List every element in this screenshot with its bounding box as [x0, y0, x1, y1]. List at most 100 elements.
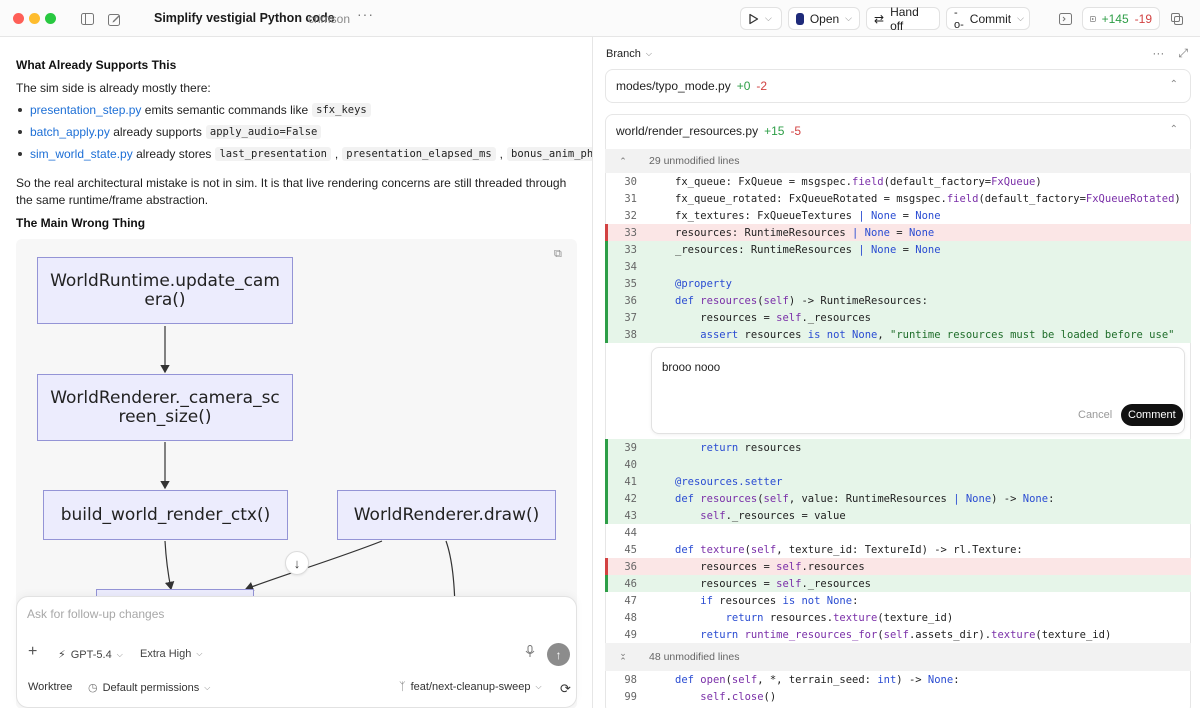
arrow-up-icon: ↑: [555, 647, 562, 662]
more-options-icon[interactable]: ···: [357, 6, 374, 22]
branch-icon: ᛉ: [399, 681, 406, 693]
microphone-icon[interactable]: [525, 645, 535, 658]
branch-scope-selector[interactable]: Branch ⌵: [606, 48, 652, 60]
reasoning-effort-selector[interactable]: Extra High ⌵: [140, 648, 203, 660]
code-line-added[interactable]: 34: [605, 258, 1191, 275]
swap-arrows-icon: ⇄: [874, 11, 885, 26]
cancel-comment-button[interactable]: Cancel: [1078, 409, 1113, 421]
code-line[interactable]: 44: [624, 526, 637, 539]
chevron-up-icon: ⌃: [619, 155, 627, 166]
diagram-node: WorldRuntime.update_cam era(): [37, 257, 293, 324]
diagram-node: WorldRenderer.draw(): [337, 490, 556, 540]
diagram-node: build_world_render_ctx(): [43, 490, 288, 540]
diff-icon: [1090, 15, 1096, 22]
code-line-added[interactable]: 40: [605, 456, 1191, 473]
chevron-up-icon[interactable]: ⌃: [1169, 79, 1178, 90]
chat-pane: What Already Supports This The sim side …: [0, 37, 593, 708]
code-line-removed[interactable]: 36 resources = self.resources: [605, 558, 1191, 575]
file-link[interactable]: sim_world_state.py: [30, 147, 133, 161]
chevron-down-icon: ⌵: [1017, 13, 1024, 23]
code-line-added[interactable]: 38 assert resources is not None, "runtim…: [605, 326, 1191, 343]
chevron-down-icon: ⌵: [645, 49, 652, 58]
code-line-added[interactable]: 46 resources = self._resources: [605, 575, 1191, 592]
add-attachment-icon[interactable]: +: [28, 643, 38, 660]
more-options-icon[interactable]: ···: [1152, 46, 1165, 60]
flow-diagram: WorldRuntime.update_cam era() WorldRende…: [16, 239, 577, 708]
project-name: crimson: [308, 12, 351, 26]
paragraph: So the real architectural mistake is not…: [16, 176, 567, 207]
chevron-up-icon[interactable]: ⌃: [1169, 124, 1178, 135]
chevron-down-icon: ⌵: [116, 649, 123, 659]
code-line[interactable]: 47 if resources is not None:: [624, 594, 859, 607]
worktree-toggle[interactable]: Worktree: [28, 681, 73, 693]
file-link[interactable]: presentation_step.py: [30, 103, 142, 117]
branch-selector[interactable]: ᛉ feat/next-cleanup-sweep ⌵: [399, 681, 542, 693]
thread-title: Simplify vestigial Python code: [154, 11, 335, 25]
file-card: modes/typo_mode.py +0 -2 ⌃: [605, 69, 1191, 103]
code-line-added[interactable]: 43 self._resources = value: [605, 507, 1191, 524]
editor-app-icon: [796, 12, 804, 25]
edge-draw-to-next: [244, 540, 383, 591]
close-window-button[interactable]: [13, 13, 24, 24]
code-line-added[interactable]: 35@property: [605, 275, 1191, 292]
send-button[interactable]: ↑: [547, 643, 570, 666]
copy-window-icon[interactable]: [1168, 10, 1186, 28]
model-selector[interactable]: ⚡ GPT-5.4 ⌵: [58, 648, 123, 662]
code-line-added[interactable]: 33_resources: RuntimeResources | None = …: [605, 241, 1191, 258]
expand-hunk-button[interactable]: ⌄⌃ 48 unmodified lines: [605, 643, 1191, 671]
list-item: batch_apply.py already supports apply_au…: [16, 125, 325, 139]
code-line[interactable]: 49 return runtime_resources_for(self.ass…: [624, 628, 1112, 641]
zoom-window-button[interactable]: [45, 13, 56, 24]
comment-text[interactable]: brooo nooo: [662, 362, 721, 374]
submit-comment-button[interactable]: Comment: [1121, 404, 1183, 426]
expand-icon[interactable]: ⤢: [1178, 46, 1188, 60]
code-line[interactable]: 99 self.close(): [624, 690, 777, 703]
chevron-down-icon: ⌵: [765, 13, 772, 23]
composer: + ⚡ GPT-5.4 ⌵ Extra High ⌵ ↑: [16, 596, 577, 708]
section-heading: The Main Wrong Thing: [16, 216, 146, 230]
inline-comment: brooo nooo Cancel Comment: [605, 343, 1191, 439]
hand-off-button[interactable]: ⇄ Hand off: [866, 5, 940, 33]
terminal-toggle-icon[interactable]: [1056, 10, 1074, 28]
open-in-editor-button[interactable]: Open ⌵: [788, 7, 860, 30]
title-bar: Simplify vestigial Python code crimson ·…: [0, 0, 1200, 37]
expand-hunk-button[interactable]: ⌃ 29 unmodified lines: [605, 149, 1191, 173]
copy-icon[interactable]: ⧉: [554, 248, 562, 260]
follow-up-input[interactable]: [27, 607, 507, 621]
diff-panel-toggle[interactable]: +145 -19: [1082, 7, 1160, 30]
expand-both-icon: ⌄⌃: [619, 648, 627, 666]
file-link[interactable]: batch_apply.py: [30, 125, 110, 139]
review-pane: Branch ⌵ ··· ⤢ modes/typo_mode.py +0 -2 …: [594, 37, 1200, 708]
code-line-added[interactable]: 41@resources.setter: [605, 473, 1191, 490]
section-heading: What Already Supports This: [16, 58, 177, 72]
commit-button[interactable]: -o- Commit ⌵: [946, 6, 1030, 31]
chevron-down-icon: ⌵: [204, 682, 211, 692]
code-line-added[interactable]: 37 resources = self._resources: [605, 309, 1191, 326]
permissions-selector[interactable]: ◷ Default permissions ⌵: [88, 681, 211, 695]
minimize-window-button[interactable]: [29, 13, 40, 24]
sidebar-toggle-icon[interactable]: [78, 10, 96, 28]
edge-build-to-next: [164, 540, 175, 591]
run-button[interactable]: ⌵: [740, 7, 782, 30]
comment-editor[interactable]: brooo nooo Cancel Comment: [651, 347, 1185, 434]
file-header[interactable]: world/render_resources.py +15 -5 ⌃: [616, 124, 1178, 138]
new-chat-icon[interactable]: [105, 10, 123, 28]
chevron-down-icon: ⌵: [535, 682, 542, 691]
arrow-down-icon: ↓: [293, 555, 301, 571]
scroll-to-bottom-button[interactable]: ↓: [285, 551, 309, 575]
list-item: sim_world_state.py already stores last_p…: [16, 147, 592, 161]
commit-icon: -o-: [954, 6, 964, 31]
refresh-icon[interactable]: ⟳: [560, 681, 571, 696]
code-line[interactable]: 48 return resources.texture(texture_id): [624, 611, 954, 624]
code-line-added[interactable]: 39 return resources: [605, 439, 1191, 456]
file-header[interactable]: modes/typo_mode.py +0 -2 ⌃: [616, 79, 1178, 93]
